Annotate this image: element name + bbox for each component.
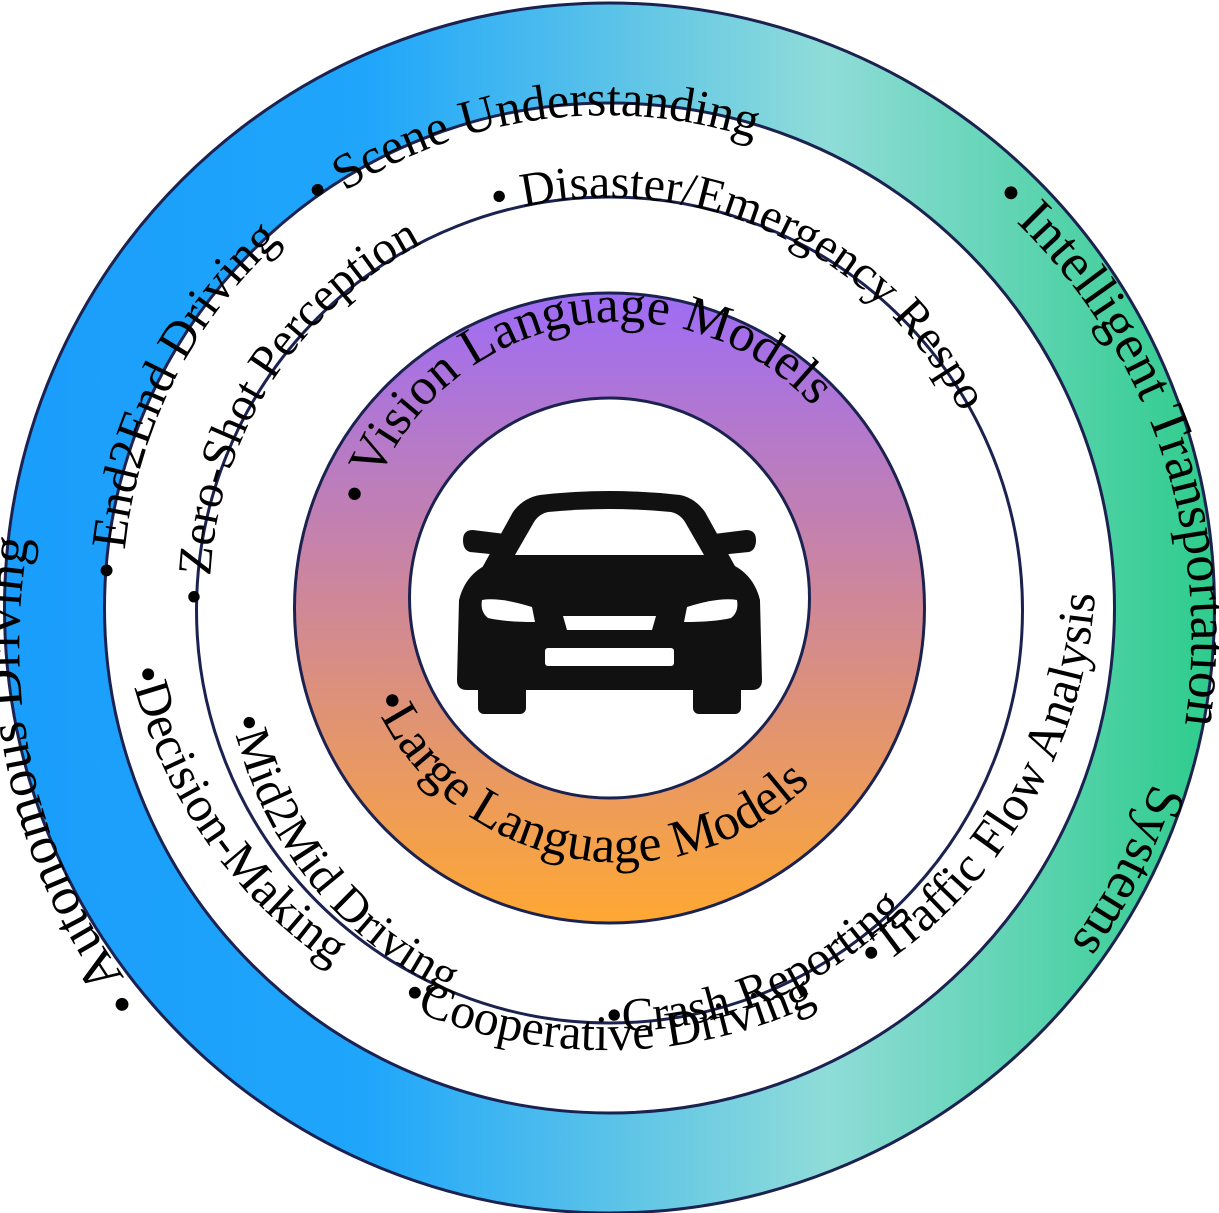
car-cutouts (481, 509, 738, 666)
